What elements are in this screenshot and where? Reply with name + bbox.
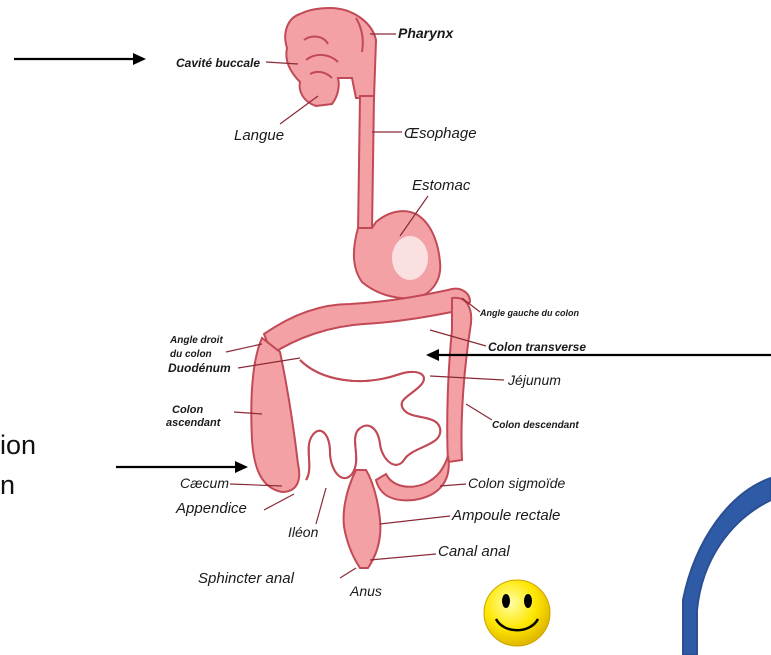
label-colon-descendant: Colon descendant — [492, 420, 579, 431]
label-colon-transverse: Colon transverse — [488, 340, 586, 354]
blue-arc-decoration — [683, 478, 771, 655]
descending-colon-organ — [447, 298, 471, 462]
small-intestine-organ — [300, 360, 440, 480]
label-sphincter-anal: Sphincter anal — [198, 570, 295, 587]
rectum-organ — [344, 470, 381, 568]
label-cavite-buccale: Cavité buccale — [176, 56, 260, 70]
label-colon-sigmoide: Colon sigmoïde — [468, 475, 565, 491]
label-appendice: Appendice — [175, 500, 247, 517]
label-jejunum: Jéjunum — [507, 372, 561, 388]
label-oesophage: Œsophage — [404, 125, 477, 142]
label-ileon: Iléon — [288, 524, 319, 540]
ascending-colon-organ — [251, 338, 299, 492]
label-angle-gauche: Angle gauche du colon — [479, 308, 580, 318]
label-langue: Langue — [234, 127, 284, 144]
side-text-line2: n — [0, 472, 15, 499]
arrow-left-icon — [426, 349, 771, 361]
label-colon-ascendant-1: Colon — [172, 404, 203, 416]
arrow-right-icon — [116, 461, 248, 473]
transverse-colon-organ — [264, 289, 470, 354]
label-ampoule-rectale: Ampoule rectale — [451, 507, 560, 524]
label-duodenum: Duodénum — [168, 361, 231, 375]
label-estomac: Estomac — [412, 177, 471, 194]
label-anus: Anus — [349, 583, 382, 599]
stomach-highlight — [392, 236, 428, 280]
sigmoid-colon-organ — [376, 456, 449, 500]
smiley-icon — [484, 580, 550, 646]
head-organ — [285, 8, 376, 106]
label-caecum: Cæcum — [180, 475, 229, 491]
label-angle-droit-2: du colon — [170, 349, 212, 360]
side-text-line1: ion — [0, 432, 36, 459]
arrow-right-icon — [14, 53, 146, 65]
label-colon-ascendant-2: ascendant — [166, 417, 222, 429]
label-canal-anal: Canal anal — [438, 543, 510, 560]
label-angle-droit-1: Angle droit — [169, 335, 223, 346]
label-pharynx: Pharynx — [398, 25, 454, 41]
oesophagus-organ — [358, 96, 374, 232]
